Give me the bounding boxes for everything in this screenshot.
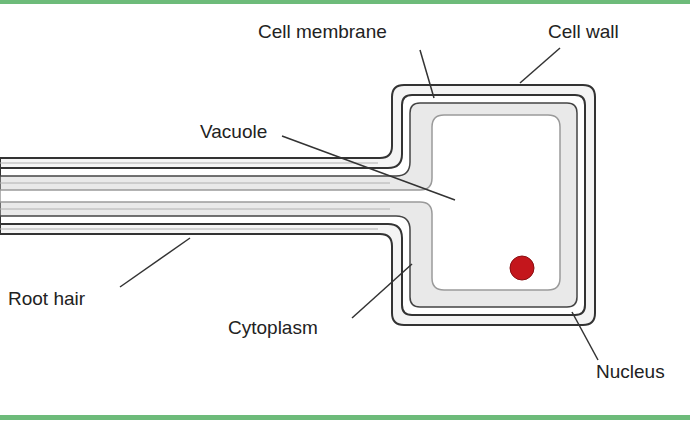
leader-lines xyxy=(120,48,598,360)
cell-membrane xyxy=(0,103,577,307)
cell-wall-outer xyxy=(0,85,595,325)
part-label: Cytoplasm xyxy=(228,318,318,339)
root-hair-stripes xyxy=(0,163,390,229)
part-label: Root hair xyxy=(8,289,85,310)
part-label: Cell wall xyxy=(548,22,619,43)
top-border-bar xyxy=(0,0,690,4)
vacuole xyxy=(0,115,560,290)
cell-wall-inner xyxy=(0,95,585,315)
part-label: Cell membrane xyxy=(258,22,387,43)
part-label: Vacuole xyxy=(200,122,267,143)
part-label: Nucleus xyxy=(596,362,665,383)
nucleus-dot xyxy=(510,256,534,280)
bottom-border-bar xyxy=(0,415,690,420)
